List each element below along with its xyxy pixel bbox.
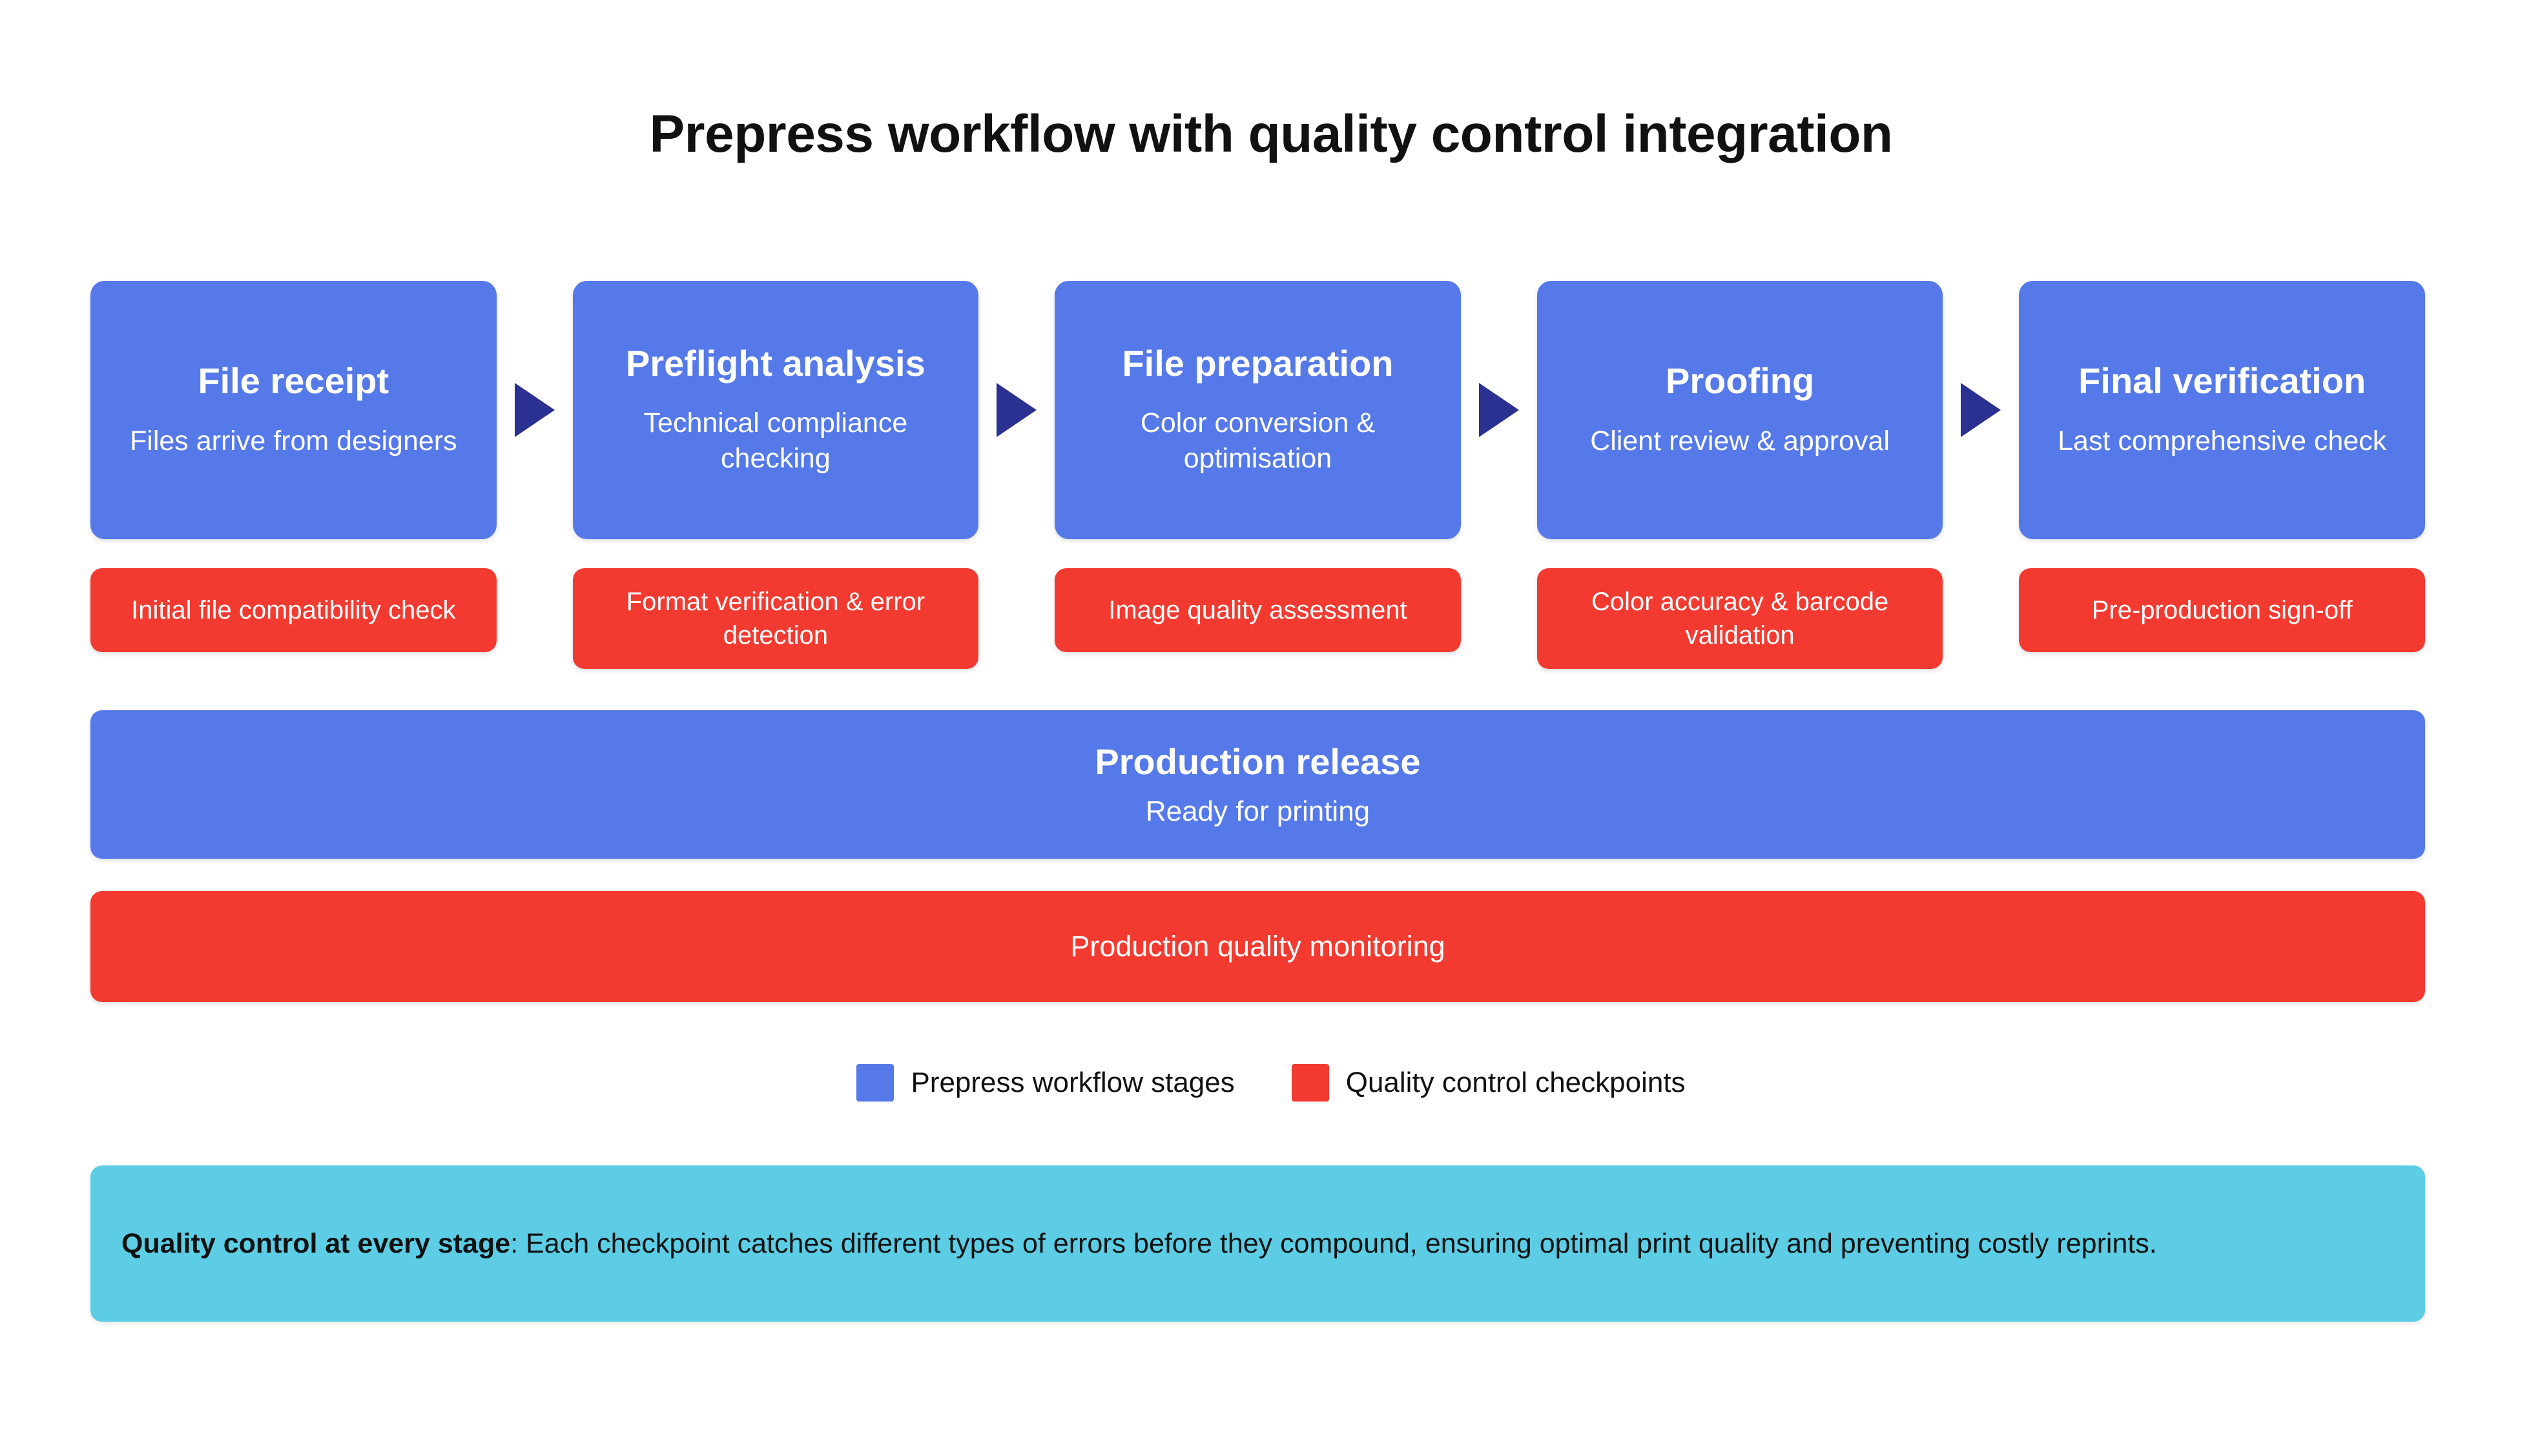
stage-subtitle: Color conversion & optimisation xyxy=(1140,407,1376,475)
checkpoint-box-color-accuracy-barcode[interactable]: Color accuracy & barcode validation xyxy=(1536,568,1943,669)
stage-column-1: File receipt Files arrive from designers xyxy=(90,281,497,539)
checkpoint-row: Initial file compatibility check Format … xyxy=(90,568,2425,669)
legend: Prepress workflow stages Quality control… xyxy=(0,1064,2542,1102)
checkpoint-box-image-quality-assessment[interactable]: Image quality assessment xyxy=(1055,568,1461,652)
arrow-connector-3 xyxy=(1461,281,1537,539)
production-release-bar[interactable]: Production release Ready for printing xyxy=(90,710,2425,859)
stage-title: File receipt xyxy=(198,360,389,402)
stage-column-2: Preflight analysis Technical compliance … xyxy=(572,281,979,539)
stage-column-3: File preparation Color conversion & opti… xyxy=(1055,281,1461,539)
legend-label: Quality control checkpoints xyxy=(1345,1066,1686,1098)
stage-box-file-preparation[interactable]: File preparation Color conversion & opti… xyxy=(1055,281,1461,539)
triangle-right-icon xyxy=(1478,383,1519,437)
footer-note-callout: Quality control at every stage: Each che… xyxy=(90,1165,2425,1322)
checkpoint-column-3: Image quality assessment xyxy=(1055,568,1461,652)
checkpoint-column-1: Initial file compatibility check xyxy=(90,568,497,652)
page-title: Prepress workflow with quality control i… xyxy=(649,105,1893,163)
legend-label: Prepress workflow stages xyxy=(911,1066,1235,1098)
checkpoint-column-2: Format verification & error detection xyxy=(572,568,979,669)
arrow-connector-1 xyxy=(497,281,573,539)
stage-subtitle: Technical compliance checking xyxy=(643,407,908,475)
footer-note-body: : Each checkpoint catches different type… xyxy=(510,1227,2157,1259)
workflow-stage-row: File receipt Files arrive from designers… xyxy=(90,281,2425,539)
production-release-title: Production release xyxy=(1095,741,1421,782)
stage-title: Final verification xyxy=(2078,360,2366,402)
stage-title: File preparation xyxy=(1122,342,1394,384)
triangle-right-icon xyxy=(1961,383,2001,437)
arrow-connector-2 xyxy=(978,281,1055,539)
stage-box-file-receipt[interactable]: File receipt Files arrive from designers xyxy=(90,281,497,539)
stage-box-final-verification[interactable]: Final verification Last comprehensive ch… xyxy=(2019,281,2425,539)
stage-box-proofing[interactable]: Proofing Client review & approval xyxy=(1536,281,1943,539)
legend-item-quality-checkpoints: Quality control checkpoints xyxy=(1291,1064,1686,1102)
footer-note-text: Quality control at every stage: Each che… xyxy=(121,1225,2157,1262)
footer-note-lead: Quality control at every stage xyxy=(121,1227,511,1259)
stage-box-preflight-analysis[interactable]: Preflight analysis Technical compliance … xyxy=(572,281,979,539)
checkpoint-box-format-verification[interactable]: Format verification & error detection xyxy=(572,568,979,669)
stage-column-5: Final verification Last comprehensive ch… xyxy=(2019,281,2425,539)
production-release-subtitle: Ready for printing xyxy=(1145,795,1370,827)
triangle-right-icon xyxy=(514,383,555,437)
legend-item-prepress-stages: Prepress workflow stages xyxy=(856,1064,1235,1102)
triangle-right-icon xyxy=(997,383,1037,437)
legend-swatch-red-icon xyxy=(1291,1064,1329,1102)
checkpoint-box-pre-production-signoff[interactable]: Pre-production sign-off xyxy=(2019,568,2425,652)
checkpoint-column-5: Pre-production sign-off xyxy=(2019,568,2425,652)
stage-subtitle: Last comprehensive check xyxy=(2058,425,2387,456)
production-quality-monitoring-bar[interactable]: Production quality monitoring xyxy=(90,891,2425,1002)
stage-title: Proofing xyxy=(1665,360,1815,402)
stage-subtitle: Client review & approval xyxy=(1590,425,1890,456)
checkpoint-box-initial-file-compatibility[interactable]: Initial file compatibility check xyxy=(90,568,497,652)
arrow-connector-4 xyxy=(1943,281,2019,539)
checkpoint-column-4: Color accuracy & barcode validation xyxy=(1536,568,1943,669)
stage-subtitle: Files arrive from designers xyxy=(130,425,457,456)
stage-column-4: Proofing Client review & approval xyxy=(1536,281,1943,539)
stage-title: Preflight analysis xyxy=(626,342,925,384)
legend-swatch-blue-icon xyxy=(856,1064,894,1102)
